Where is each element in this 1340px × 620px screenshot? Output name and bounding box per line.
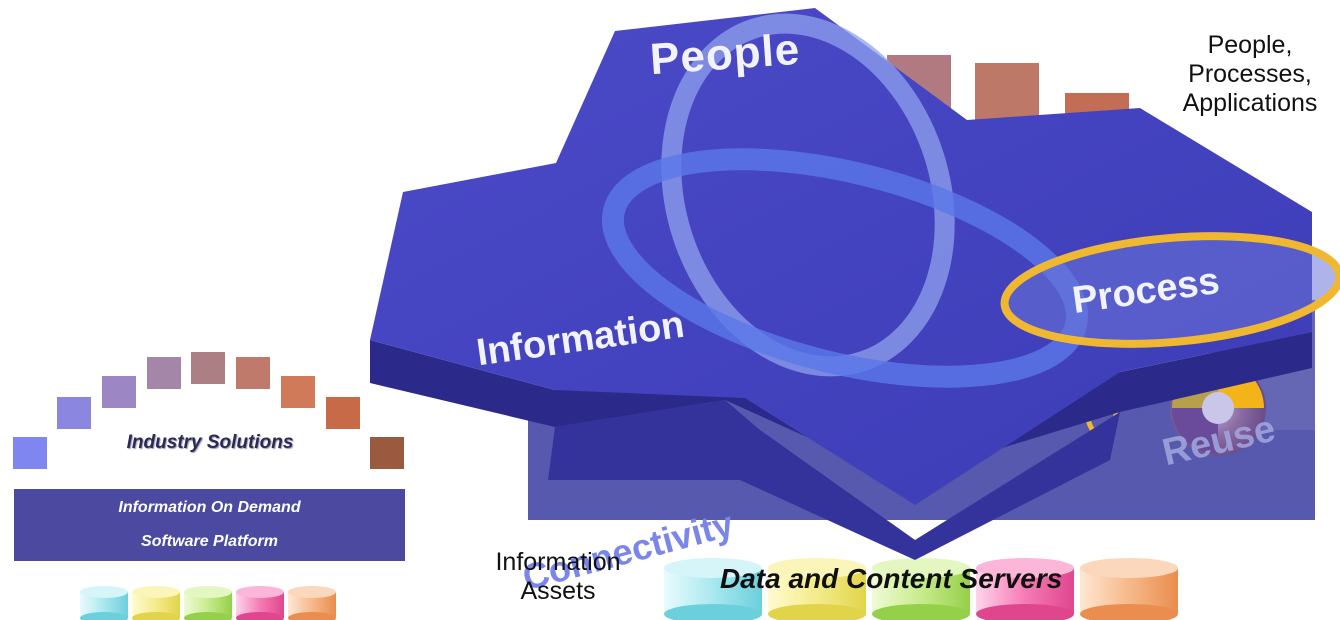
- info-assets-line1: Information: [495, 548, 621, 576]
- data-content-servers-label: Data and Content Servers: [720, 563, 1063, 594]
- platform-line1: Information On Demand: [118, 499, 301, 516]
- ppa-line1: People,: [1207, 31, 1293, 59]
- ppa-line2: Processes,: [1188, 60, 1312, 88]
- platform-line2: Software Platform: [141, 533, 278, 550]
- ppa-line3: Applications: [1182, 89, 1318, 117]
- info-assets-line2: Assets: [520, 577, 596, 605]
- industry-solutions-label: Industry Solutions: [126, 432, 294, 453]
- arch-block: [191, 352, 225, 384]
- people-label: People: [648, 24, 802, 85]
- arch-block: [57, 397, 91, 429]
- arch-block: [370, 437, 404, 469]
- arch-block: [281, 376, 315, 408]
- arch-block: [236, 357, 270, 389]
- info-assets-text: Information Assets: [478, 548, 638, 606]
- hexagon-shape: [370, 8, 1312, 560]
- arch-block: [326, 397, 360, 429]
- ppa-text: People, Processes, Applications: [1165, 31, 1335, 118]
- arch-block: [102, 376, 136, 408]
- process-highlight: [1000, 232, 1340, 348]
- platform-banner: Information On Demand Software Platform: [14, 489, 405, 561]
- arch-block: [147, 357, 181, 389]
- right-cylinders: [664, 558, 1178, 620]
- left-cylinders: [80, 586, 336, 620]
- arch-block: [13, 437, 47, 469]
